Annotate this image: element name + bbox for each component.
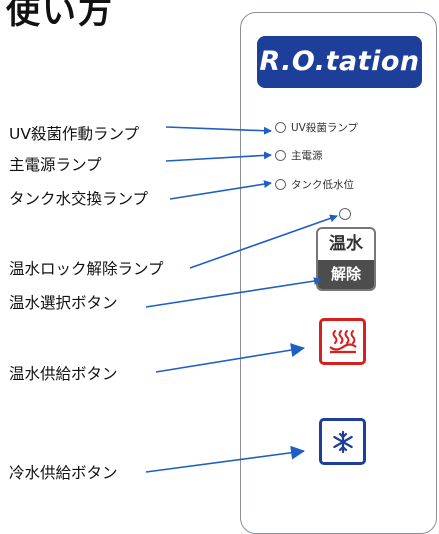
tank-low-lamp-circle: [275, 179, 286, 190]
main-power-lamp-circle: [275, 150, 286, 161]
hot-water-icon: [328, 329, 357, 353]
callout-cold-water-supply-button: 冷水供給ボタン: [9, 464, 118, 482]
hot-select-top-label: 温水: [329, 234, 363, 254]
hot-select-bottom-label: 解除: [318, 260, 374, 289]
main-power-lamp-label: 主電源: [291, 150, 323, 162]
arrow-cold-supply: [145, 445, 305, 473]
main-power-lamp-indicator: 主電源: [275, 148, 323, 163]
callout-hot-water-supply-button: 温水供給ボタン: [9, 365, 118, 383]
brand-logo: R.O.tation: [257, 36, 422, 88]
hot-water-supply-button[interactable]: [319, 318, 366, 365]
arrow-hot-supply: [155, 343, 305, 373]
uv-lamp-circle: [275, 122, 286, 133]
cold-water-supply-button[interactable]: [319, 418, 366, 465]
tank-low-lamp-label: タンク低水位: [291, 179, 354, 191]
tank-low-lamp-indicator: タンク低水位: [275, 177, 354, 192]
callout-uv-sterilization-lamp: UV殺菌作動ランプ: [9, 125, 139, 143]
hot-water-select-button[interactable]: 温水 解除: [316, 227, 376, 291]
arrow-uv-lamp: [165, 126, 272, 135]
arrow-hot-select: [145, 277, 322, 308]
callout-tank-water-change-lamp: タンク水交換ランプ: [9, 190, 149, 208]
hot-lock-release-lamp: [339, 208, 351, 220]
snowflake-icon: [332, 430, 353, 453]
callout-hot-water-select-button: 温水選択ボタン: [9, 294, 118, 312]
arrow-tank-lamp: [169, 180, 272, 200]
page-heading: 使い方: [6, 0, 114, 32]
callout-main-power-lamp: 主電源ランプ: [9, 156, 102, 174]
arrow-lock-lamp: [189, 214, 338, 269]
uv-lamp-label: UV殺菌ランプ: [291, 122, 359, 134]
arrow-main-power: [165, 151, 272, 162]
uv-lamp-indicator: UV殺菌ランプ: [275, 120, 358, 135]
callout-hot-lock-release-lamp: 温水ロック解除ランプ: [9, 260, 164, 278]
